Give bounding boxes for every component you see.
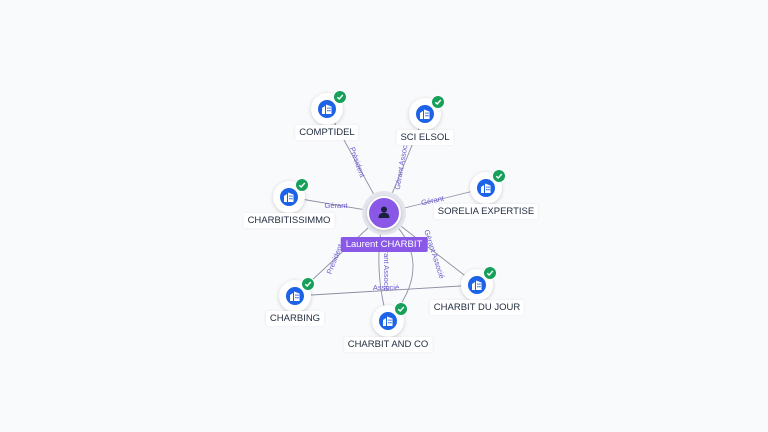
check-icon — [483, 266, 497, 280]
company-label-charbit-and-co[interactable]: CHARBIT AND CO — [343, 337, 433, 352]
person-icon — [378, 206, 390, 218]
edge-role-label: Gérant Associé — [382, 241, 391, 292]
company-node-charbit-du-jour[interactable] — [461, 266, 497, 301]
building-icon — [416, 105, 434, 123]
building-icon — [477, 179, 495, 197]
company-label-charbit-du-jour[interactable]: CHARBIT DU JOUR — [429, 300, 525, 315]
company-label-sci-elsol[interactable]: SCI ELSOL — [396, 130, 454, 145]
check-icon — [333, 90, 347, 104]
company-label-comptidel[interactable]: COMPTIDEL — [295, 125, 359, 140]
edge-charbing-charbit-du-jour — [294, 284, 478, 297]
edge-role-label: Associé — [373, 283, 399, 292]
company-node-charbitissimmo[interactable] — [273, 178, 309, 213]
check-icon — [295, 178, 309, 192]
check-icon — [431, 95, 445, 109]
company-node-sci-elsol[interactable] — [409, 95, 445, 130]
company-node-charbit-and-co[interactable] — [372, 302, 408, 337]
person-node[interactable] — [367, 196, 401, 230]
company-label-sorelia-expertise[interactable]: SORELIA EXPERTISE — [433, 204, 539, 219]
company-label-charbing[interactable]: CHARBING — [265, 311, 325, 326]
company-node-charbing[interactable] — [279, 277, 315, 312]
edge-role-label: Gérant — [325, 201, 349, 210]
check-icon — [301, 277, 315, 291]
person-name[interactable]: Laurent CHARBIT — [340, 237, 428, 252]
building-icon — [379, 312, 397, 330]
edge-role-label: Gérant Associé — [393, 139, 411, 191]
edge-role-label: Président — [348, 146, 368, 180]
company-node-sorelia-expertise[interactable] — [470, 169, 506, 204]
company-label-charbitissimmo[interactable]: CHARBITISSIMMO — [243, 213, 335, 228]
check-icon — [492, 169, 506, 183]
building-icon — [280, 188, 298, 206]
company-node-comptidel[interactable] — [311, 90, 347, 125]
building-icon — [286, 287, 304, 305]
building-icon — [468, 276, 486, 294]
check-icon — [394, 302, 408, 316]
building-icon — [318, 100, 336, 118]
